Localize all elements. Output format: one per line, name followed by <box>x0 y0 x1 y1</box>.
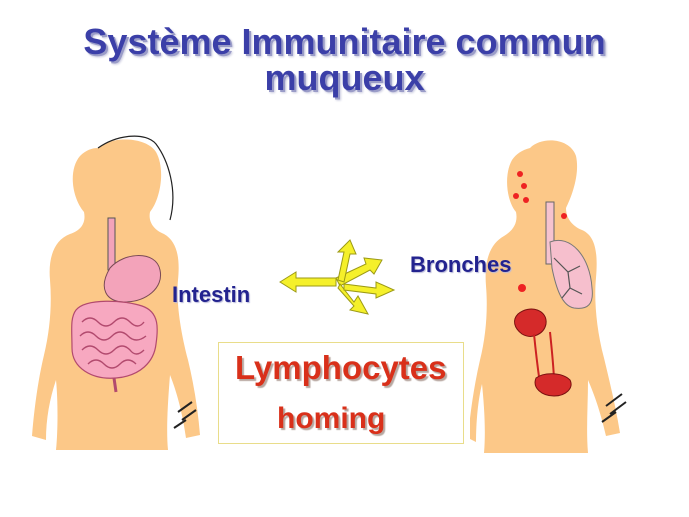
reproductive-organs <box>534 373 572 397</box>
diagram-title: Système Immunitaire commun muqueux <box>0 24 689 96</box>
red-dot <box>561 213 567 219</box>
left-hand-marks <box>173 401 197 429</box>
rectum <box>112 377 118 393</box>
label-intestin: Intestin <box>172 282 251 307</box>
intestine-icon <box>71 300 158 379</box>
arrow-down <box>337 283 369 315</box>
lungs-icon <box>549 239 593 309</box>
box-line-1: Lymphocytes <box>235 349 447 386</box>
arrow-to-intestin <box>279 271 337 293</box>
esophagus <box>107 217 116 271</box>
right-body-silhouette <box>470 140 620 453</box>
title-line-2: muqueux <box>264 57 425 98</box>
lymphocytes-homing-box: Lymphocytes homing <box>218 342 464 444</box>
red-dot <box>521 183 527 189</box>
intestine-loops <box>79 317 147 369</box>
box-line-2: homing <box>277 402 386 435</box>
left-body-figure <box>32 135 200 450</box>
arrow-up <box>336 239 357 283</box>
label-bronches: Bronches <box>410 252 512 277</box>
right-body-figure <box>470 140 627 453</box>
red-dot <box>518 284 526 292</box>
red-dot <box>517 171 523 177</box>
trachea <box>545 201 555 265</box>
arrow-right <box>343 281 396 299</box>
arrow-to-bronches <box>335 257 383 287</box>
left-hair-outline <box>97 135 174 221</box>
stomach-icon <box>103 255 162 303</box>
title-line-1: Système Immunitaire commun <box>83 21 606 62</box>
red-dot <box>513 193 519 199</box>
right-hand-marks <box>601 393 627 423</box>
red-dot <box>523 197 529 203</box>
kidney-icon <box>514 308 547 337</box>
homing-arrows <box>279 239 396 315</box>
bronchial-tree <box>553 257 583 299</box>
